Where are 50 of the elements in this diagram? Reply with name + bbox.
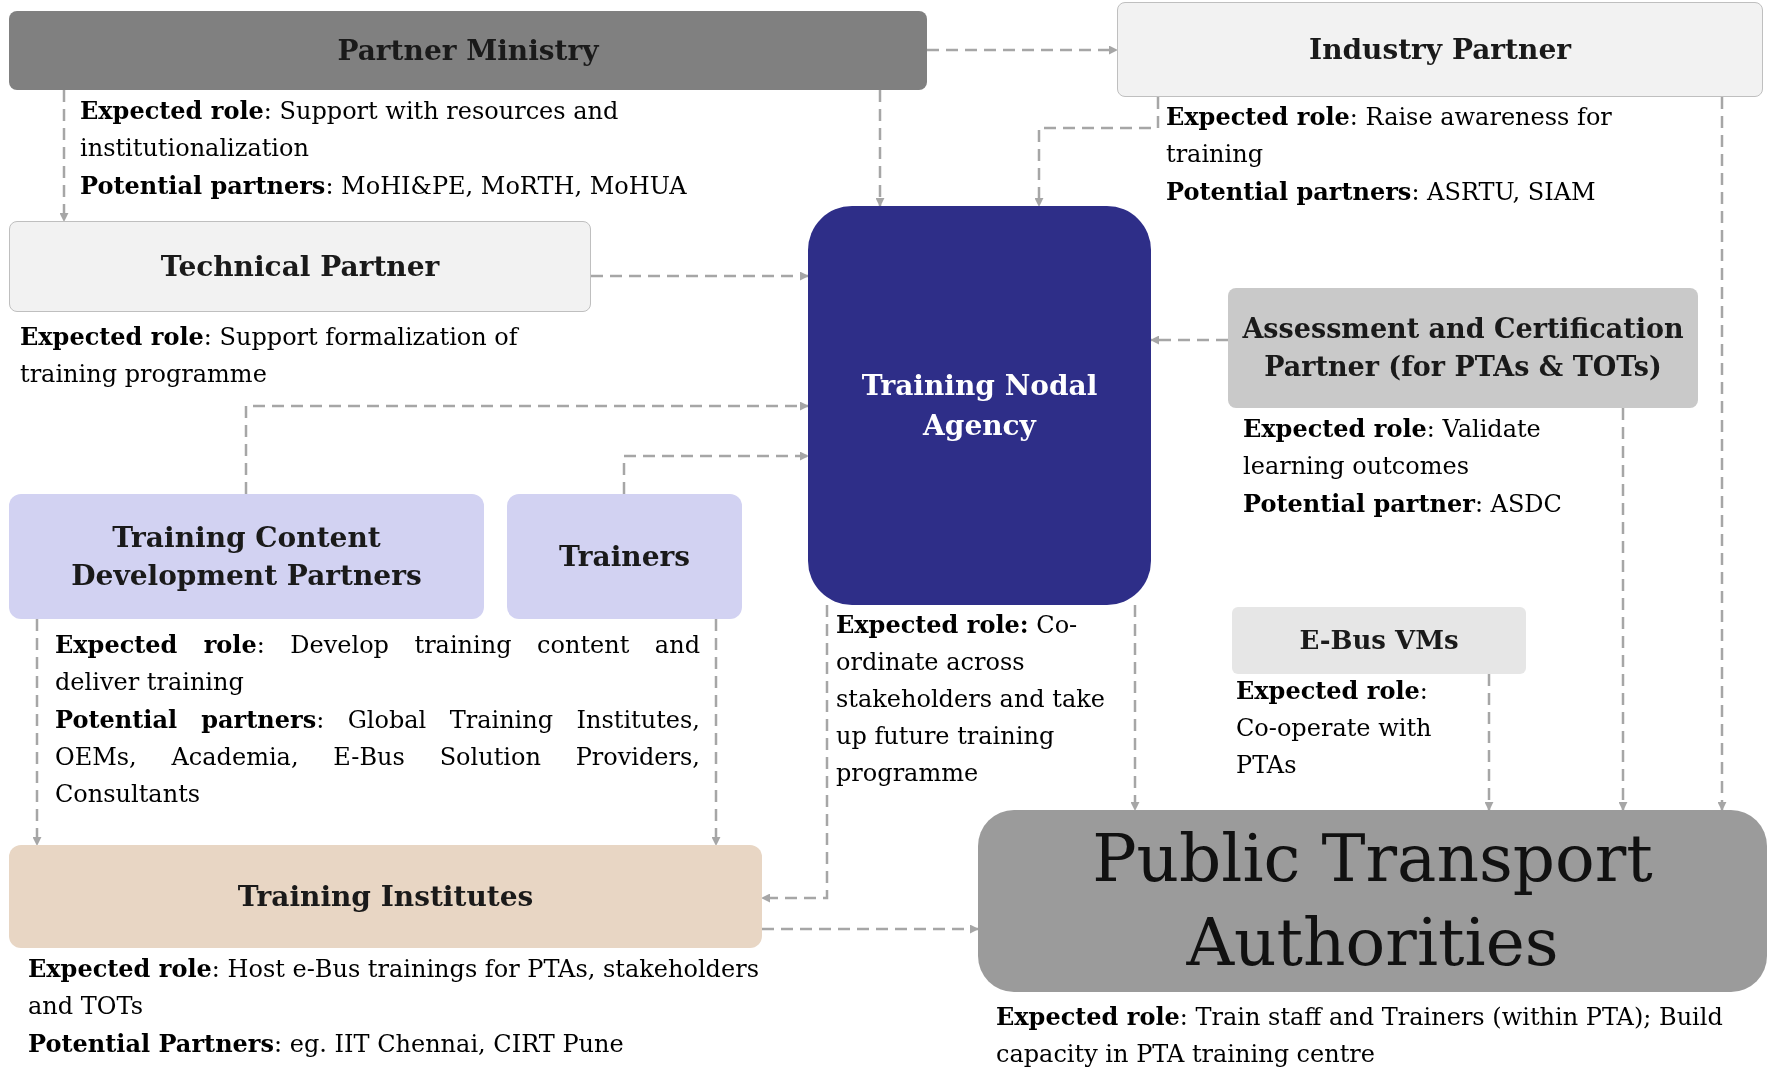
dashed-arrow [927, 45, 1118, 55]
role-description: Potential partner: ASDC [1243, 488, 1563, 520]
role-description: Potential partners: ASRTU, SIAM [1166, 176, 1597, 208]
dashed-arrow [711, 619, 721, 846]
vm-box [1232, 607, 1526, 674]
role-description: Expected role: Raise awareness for training [1166, 101, 1613, 170]
dashed-arrow [32, 619, 42, 846]
node-title: Training Institutes [237, 878, 534, 915]
role-description: Expected role: Co-operate with PTAs [1236, 675, 1433, 781]
ministry-box [9, 11, 927, 90]
dashed-arrow [762, 924, 979, 934]
pta-box [978, 810, 1767, 992]
dashed-arrow [1484, 674, 1494, 811]
role-description: Expected role: Support with resources and institutionalization [80, 95, 620, 164]
node-title: Trainers [559, 538, 690, 575]
node-title: Assessment and Certification Partner (for PTAs & TOTs) [1241, 312, 1685, 384]
role-description: Expected role: Support formalization of training programme [20, 321, 520, 390]
technical-box [9, 221, 591, 312]
dashed-arrow [875, 90, 885, 207]
dashed-arrow [1618, 408, 1628, 811]
role-description: Expected role: Develop training content and deliver training [55, 629, 700, 698]
node-title: E-Bus VMs [1299, 624, 1459, 657]
role-description: Potential partners: Global Training Institutes, OEMs, Academia, E-Bus Solution Providers, Consultants [55, 704, 700, 810]
node-title: Partner Ministry [337, 32, 599, 69]
dashed-arrow [1130, 605, 1140, 811]
dashed-arrow [1034, 97, 1160, 207]
institutes-box [9, 845, 762, 948]
dashed-arrow [244, 401, 809, 494]
dashed-arrow [1150, 335, 1228, 345]
node-title: Industry Partner [1309, 31, 1571, 68]
role-description: Potential partners: MoHI&PE, MoRTH, MoHUA [80, 170, 688, 202]
role-description: Expected role: Co-ordinate across stakeholders and take up future training programme [836, 609, 1107, 789]
node-title: Training Content Development Partners [70, 519, 423, 594]
role-description: Expected role: Validate learning outcomes [1243, 413, 1542, 482]
node-title: Training Nodal Agency [860, 367, 1099, 444]
node-title: Technical Partner [160, 248, 440, 285]
node-title: Public Transport Authorities [1091, 819, 1654, 983]
dashed-arrow [622, 451, 809, 494]
dashed-arrow [1717, 97, 1727, 811]
nodal-agency-box [808, 206, 1151, 605]
content-partner-box [9, 494, 484, 619]
trainers-box [507, 494, 742, 619]
dashed-arrow [59, 90, 69, 222]
assessment-box [1228, 288, 1698, 408]
industry-box [1117, 2, 1763, 97]
role-description: Expected role: Host e-Bus trainings for PTAs, stakeholders and TOTs [28, 953, 760, 1022]
role-description: Potential Partners: eg. IIT Chennai, CIRT Pune [28, 1028, 625, 1060]
dashed-arrow [761, 605, 829, 903]
dashed-arrow [591, 271, 809, 281]
role-description: Expected role: Train staff and Trainers (within PTA); Build capacity in PTA training centre [996, 1001, 1724, 1070]
